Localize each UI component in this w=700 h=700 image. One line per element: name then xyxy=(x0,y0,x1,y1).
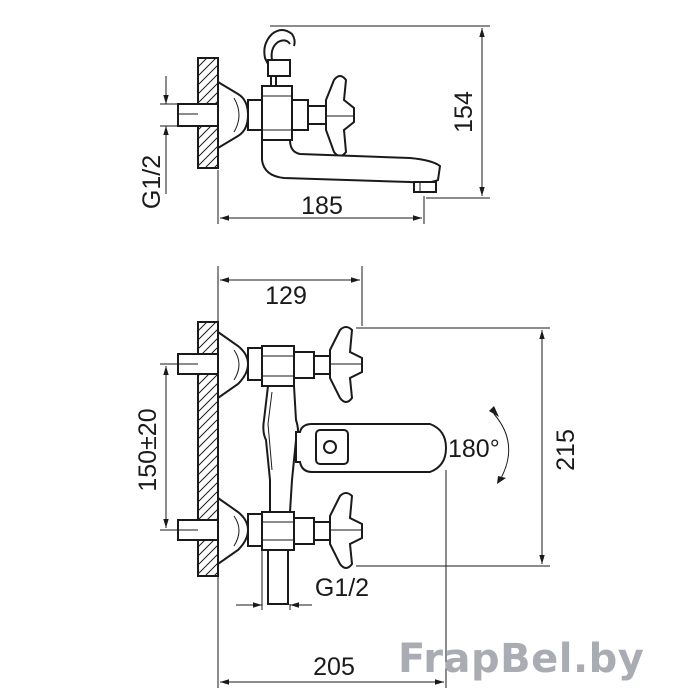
shower-holder-top xyxy=(263,29,296,86)
thread-label-top: G1/2 xyxy=(138,155,166,209)
spout-top xyxy=(261,139,442,184)
escutcheon-top xyxy=(217,80,250,150)
dim-spacing-150: 150±20 xyxy=(134,408,162,491)
dim-length-185: 185 xyxy=(301,192,343,220)
rotation-arrow xyxy=(493,413,510,481)
dim-width-129: 129 xyxy=(265,282,307,310)
inlet-pipe-top xyxy=(177,103,219,127)
watermark-logo: FrapBel.by xyxy=(398,636,645,682)
escutcheon-upper xyxy=(217,330,250,400)
body-column xyxy=(262,385,299,513)
front-view: 180° 129 215 150±20 G1/2 205 xyxy=(134,266,580,688)
top-view: 154 185 G1/2 xyxy=(138,25,490,224)
thread-label-front: G1/2 xyxy=(315,574,369,602)
escutcheon-lower xyxy=(217,496,250,566)
dim-height-215: 215 xyxy=(552,429,580,471)
dim-length-205: 205 xyxy=(313,653,355,681)
rotation-label: 180° xyxy=(448,435,500,463)
dim-height-154: 154 xyxy=(450,91,478,133)
